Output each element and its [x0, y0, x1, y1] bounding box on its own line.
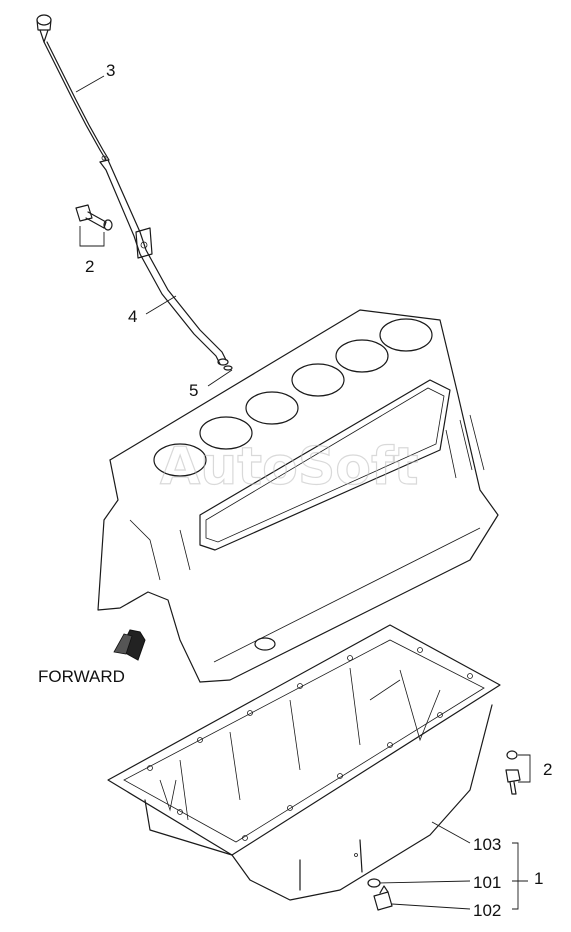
- forward-arrow-icon: [113, 629, 146, 661]
- watermark: AutoSoft: [160, 437, 419, 497]
- callout-4: 4: [128, 307, 137, 326]
- callout-5: 5: [189, 381, 198, 400]
- oil-pan: [107, 624, 501, 901]
- callout-1: 1: [534, 869, 543, 888]
- callout-3: 3: [106, 61, 115, 80]
- leader-lines: [75, 75, 531, 910]
- callout-103: 103: [473, 835, 501, 854]
- drain-washer-101: [367, 878, 381, 888]
- callout-101: 101: [473, 873, 501, 892]
- bolt-washer-upper: [75, 204, 113, 231]
- o-ring-5: [223, 365, 233, 371]
- cylinder-block: [97, 309, 499, 683]
- callout-2-right: 2: [543, 760, 552, 779]
- forward-label: FORWARD: [38, 667, 125, 686]
- callout-2-top: 2: [85, 257, 94, 276]
- dipstick: [36, 14, 110, 161]
- callout-102: 102: [473, 901, 501, 920]
- drain-plug-102: [373, 885, 393, 911]
- dipstick-tube: [99, 159, 229, 366]
- bolt-washer-right: [505, 750, 521, 795]
